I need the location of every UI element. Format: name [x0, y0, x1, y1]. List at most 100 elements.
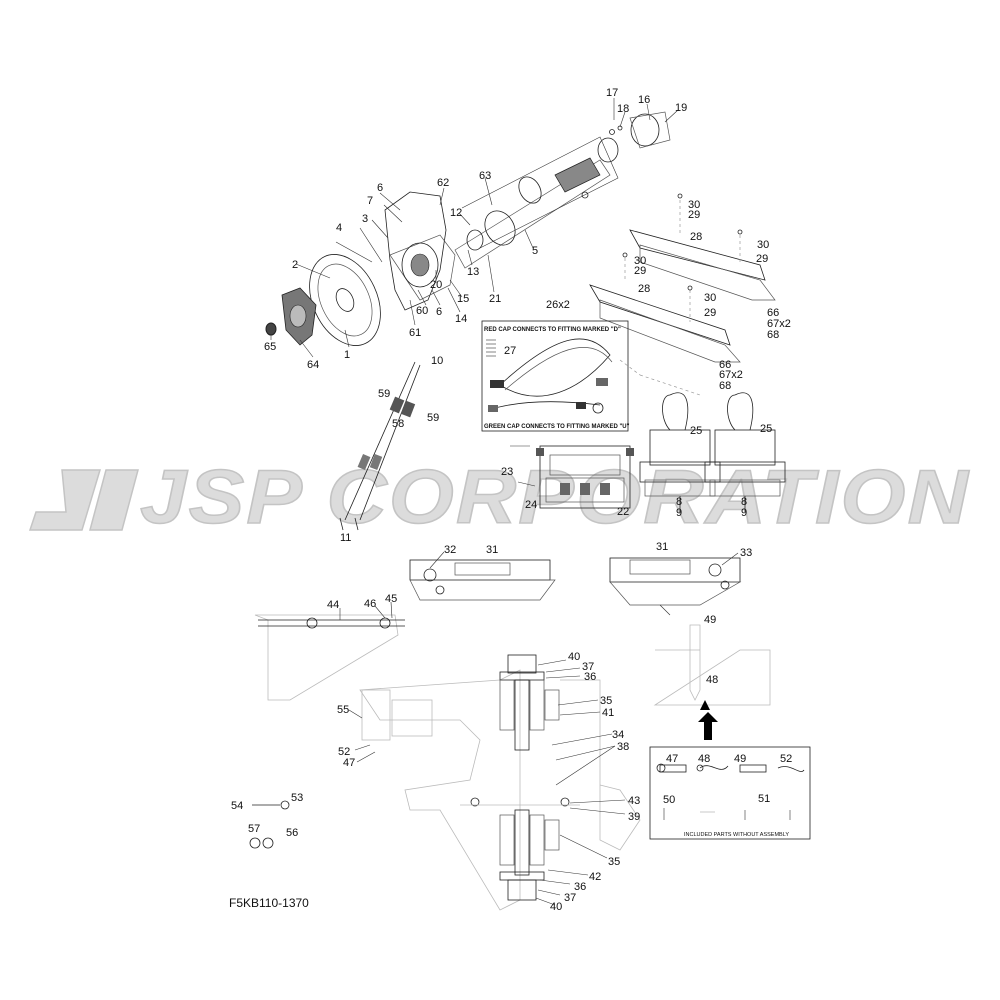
watermark-logo-left — [28, 469, 102, 531]
callout-15: 15 — [457, 293, 469, 305]
note-green-cap: GREEN CAP CONNECTS TO FITTING MARKED "U" — [484, 424, 630, 430]
callout-34: 34 — [612, 729, 624, 741]
hardware — [249, 800, 290, 849]
callout-9-left: 9 — [676, 507, 682, 519]
callout-3: 3 — [362, 213, 368, 225]
callout-47-inset: 47 — [666, 753, 678, 765]
actuators — [639, 392, 786, 512]
callout-14: 14 — [455, 313, 467, 325]
callout-41: 41 — [602, 707, 614, 719]
callout-10: 10 — [431, 355, 443, 367]
callout-36-lower: 36 — [574, 881, 586, 893]
callout-40-upper: 40 — [568, 651, 580, 663]
callout-52-main: 52 — [338, 746, 350, 758]
callout-68-upper: 68 — [767, 329, 779, 341]
callout-40-lower: 40 — [550, 901, 562, 913]
cables — [339, 361, 421, 531]
callout-30-b: 30 — [757, 239, 769, 251]
callout-4: 4 — [336, 222, 342, 234]
callout-35-upper: 35 — [600, 695, 612, 707]
callout-59-right: 59 — [427, 412, 439, 424]
callout-1: 1 — [344, 349, 350, 361]
trim-tabs — [409, 557, 742, 616]
callout-28-upper: 28 — [690, 231, 702, 243]
callout-2: 2 — [292, 259, 298, 271]
callout-31-right: 31 — [656, 541, 668, 553]
callout-65: 65 — [264, 341, 276, 353]
callout-52-inset: 52 — [780, 753, 792, 765]
callout-36-upper: 36 — [584, 671, 596, 683]
callout-58: 58 — [392, 418, 404, 430]
callout-35-lower: 35 — [608, 856, 620, 868]
callout-55: 55 — [337, 704, 349, 716]
callout-37-upper: 37 — [582, 661, 594, 673]
helm-leaders — [270, 98, 679, 358]
callout-30-d: 30 — [704, 292, 716, 304]
watermark: JSP CORPORATION — [28, 454, 970, 541]
callout-56: 56 — [286, 827, 298, 839]
callout-8-right: 8 — [741, 496, 747, 508]
callout-60: 60 — [416, 305, 428, 317]
callout-49-main: 49 — [704, 614, 716, 626]
callout-37-lower: 37 — [564, 892, 576, 904]
callout-49-inset: 49 — [734, 753, 746, 765]
callout-62: 62 — [437, 177, 449, 189]
callout-42: 42 — [589, 871, 601, 883]
callout-32: 32 — [444, 544, 456, 556]
callout-27: 27 — [504, 345, 516, 357]
note-red-cap: RED CAP CONNECTS TO FITTING MARKED "D" — [484, 327, 621, 333]
callout-7: 7 — [367, 195, 373, 207]
helm-assembly — [265, 111, 671, 346]
callout-66-upper: 66 — [767, 307, 779, 319]
callout-8-left: 8 — [676, 496, 682, 508]
callout-44: 44 — [327, 599, 339, 611]
note-included-parts: INCLUDED PARTS WITHOUT ASSEMBLY — [684, 832, 789, 838]
callout-54: 54 — [231, 800, 243, 812]
callout-29-b: 29 — [756, 253, 768, 265]
callout-29-c: 29 — [634, 265, 646, 277]
callout-46: 46 — [364, 598, 376, 610]
callout-63: 63 — [479, 170, 491, 182]
callout-30-c: 30 — [634, 255, 646, 267]
callout-6-bottom: 6 — [436, 306, 442, 318]
callout-22: 22 — [617, 506, 629, 518]
callouts: 1 2 3 4 5 6 6 7 8 9 8 9 10 11 12 13 14 1… — [231, 87, 792, 913]
watermark-logo-right — [89, 469, 139, 531]
callout-19: 19 — [675, 102, 687, 114]
callout-45: 45 — [385, 593, 397, 605]
callout-24: 24 — [525, 499, 537, 511]
hinge-assembly — [359, 654, 641, 911]
callout-53: 53 — [291, 792, 303, 804]
callout-59-left: 59 — [378, 388, 390, 400]
callout-67-upper: 67x2 — [767, 318, 791, 330]
callout-30-a: 30 — [688, 199, 700, 211]
callout-48-main: 48 — [706, 674, 718, 686]
callout-57: 57 — [248, 823, 260, 835]
callout-50: 50 — [663, 794, 675, 806]
callout-51: 51 — [758, 793, 770, 805]
callout-47-main: 47 — [343, 757, 355, 769]
callout-64: 64 — [307, 359, 319, 371]
callout-43: 43 — [628, 795, 640, 807]
callout-12: 12 — [450, 207, 462, 219]
callout-67-lower: 67x2 — [719, 369, 743, 381]
callout-9-right: 9 — [741, 507, 747, 519]
callout-20: 20 — [430, 279, 442, 291]
watermark-text: JSP CORPORATION — [140, 455, 970, 540]
rails — [589, 193, 776, 396]
callout-17: 17 — [606, 87, 618, 99]
callout-18: 18 — [617, 103, 629, 115]
callout-25-right: 25 — [760, 423, 772, 435]
callout-25-left: 25 — [690, 425, 702, 437]
callout-31-left: 31 — [486, 544, 498, 556]
callout-11: 11 — [340, 532, 351, 544]
callout-68-lower: 68 — [719, 380, 731, 392]
hinge-leaders — [339, 551, 739, 906]
callout-66-lower: 66 — [719, 359, 731, 371]
callout-26: 26x2 — [546, 299, 570, 311]
callout-38: 38 — [617, 741, 629, 753]
callout-29-a: 29 — [688, 209, 700, 221]
callout-29-d: 29 — [704, 307, 716, 319]
